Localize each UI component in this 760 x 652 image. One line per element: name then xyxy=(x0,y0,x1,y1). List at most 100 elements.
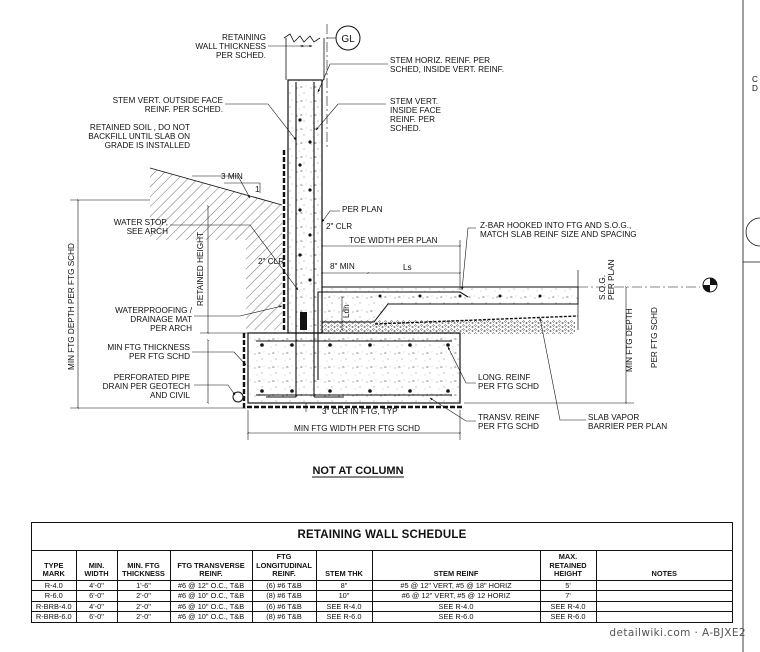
svg-text:AND CIVIL: AND CIVIL xyxy=(150,391,190,400)
table-cell: 4'-0" xyxy=(76,600,118,612)
col-header: STEM REINF xyxy=(372,551,541,581)
svg-text:3" CLR IN FTG, TYP: 3" CLR IN FTG, TYP xyxy=(322,407,398,416)
table-cell: R-6.0 xyxy=(32,590,77,602)
svg-text:RETAINED HEIGHT: RETAINED HEIGHT xyxy=(196,232,205,306)
schedule-table: TYPE MARK MIN. WIDTH MIN. FTG THICKNESS … xyxy=(32,551,732,622)
svg-text:MIN FTG DEPTH PER FTG SCHD: MIN FTG DEPTH PER FTG SCHD xyxy=(67,243,76,370)
svg-text:PER PLAN: PER PLAN xyxy=(607,259,616,300)
svg-text:RETAINING: RETAINING xyxy=(222,33,266,42)
footing-waterproofing xyxy=(242,333,464,409)
col-header: MIN. FTG THICKNESS xyxy=(117,551,171,581)
svg-text:PER FTG SCHD: PER FTG SCHD xyxy=(478,382,539,391)
schedule-header-row: TYPE MARK MIN. WIDTH MIN. FTG THICKNESS … xyxy=(32,551,732,581)
adjacent-bubble-fragment xyxy=(745,217,760,247)
footing xyxy=(247,332,461,404)
sog-elevation-marker xyxy=(578,277,718,293)
svg-text:S.O.G.: S.O.G. xyxy=(598,275,607,300)
table-cell: #6 @ 12" O.C., T&B xyxy=(170,579,253,591)
table-cell: SEE R-6.0 xyxy=(372,611,541,622)
svg-text:DRAIN PER GEOTECH: DRAIN PER GEOTECH xyxy=(103,382,190,391)
svg-text:RETAINED SOIL , DO NOT: RETAINED SOIL , DO NOT xyxy=(90,123,190,132)
svg-text:TRANSV. REINF: TRANSV. REINF xyxy=(478,413,540,422)
slab-vapor-barrier xyxy=(374,315,579,325)
table-cell: (6) #6 T&B xyxy=(252,579,317,591)
table-cell: (8) #6 T&B xyxy=(252,590,317,602)
svg-text:TOE WIDTH PER PLAN: TOE WIDTH PER PLAN xyxy=(349,236,438,245)
table-cell: #6 @ 10" O.C., T&B xyxy=(170,611,253,622)
svg-text:STEM HORIZ. REINF. PER: STEM HORIZ. REINF. PER xyxy=(390,56,490,65)
view-title: NOT AT COLUMN xyxy=(312,465,403,477)
table-cell: 2'-0" xyxy=(117,611,171,622)
perforated-pipe xyxy=(232,391,244,403)
svg-text:BARRIER PER PLAN: BARRIER PER PLAN xyxy=(588,422,667,431)
svg-text:PER SCHED.: PER SCHED. xyxy=(216,51,266,60)
svg-text:Z-BAR HOOKED INTO FTG AND S.O.: Z-BAR HOOKED INTO FTG AND S.O.G., xyxy=(480,221,631,230)
water-stop xyxy=(300,312,307,330)
svg-text:GRADE IS INSTALLED: GRADE IS INSTALLED xyxy=(105,141,190,150)
break-symbol xyxy=(283,33,321,43)
svg-text:PER FTG SCHD: PER FTG SCHD xyxy=(650,307,659,368)
table-cell: 1'-6" xyxy=(117,579,171,591)
svg-text:2" CLR: 2" CLR xyxy=(326,222,352,231)
table-cell: R-4.0 xyxy=(32,579,77,591)
dimension-lines xyxy=(70,198,634,440)
table-cell xyxy=(596,611,732,622)
retained-soil xyxy=(150,168,282,330)
table-cell: #6 @ 10" O.C., T&B xyxy=(170,590,253,602)
table-cell: 7' xyxy=(540,590,597,602)
watermark: detailwiki.com · A-BJXE2 xyxy=(609,627,746,639)
svg-text:MIN FTG DEPTH: MIN FTG DEPTH xyxy=(625,308,634,372)
col-header: NOTES xyxy=(651,569,677,579)
svg-text:PER FTG SCHD: PER FTG SCHD xyxy=(478,422,539,431)
table-cell: (6) #6 T&B xyxy=(252,600,317,612)
table-cell: SEE R-4.0 xyxy=(540,600,597,612)
col-header: MIN. WIDTH xyxy=(76,551,118,581)
edge-text-fragment: C xyxy=(752,75,758,84)
svg-text:MATCH SLAB REINF SIZE AND SPAC: MATCH SLAB REINF SIZE AND SPACING xyxy=(480,230,637,239)
svg-text:2" CLR: 2" CLR xyxy=(258,257,284,266)
slope-label: 3 MIN xyxy=(221,172,243,181)
svg-text:LONG. REINF: LONG. REINF xyxy=(478,373,530,382)
col-header: STEM THK xyxy=(316,551,373,581)
table-cell: R-BRB-4.0 xyxy=(32,600,77,612)
table-cell: SEE R-6.0 xyxy=(540,611,597,622)
svg-text:Ls: Ls xyxy=(403,263,412,272)
gravel-base xyxy=(320,320,575,334)
table-cell: 10" xyxy=(316,590,373,602)
svg-text:INSIDE FACE: INSIDE FACE xyxy=(390,106,441,115)
table-cell: SEE R-4.0 xyxy=(372,600,541,612)
schedule-title: RETAINING WALL SCHEDULE xyxy=(32,523,732,551)
col-header: MAX. RETAINED HEIGHT xyxy=(540,551,597,581)
svg-text:STEM VERT. OUTSIDE FACE: STEM VERT. OUTSIDE FACE xyxy=(113,96,224,105)
svg-text:STEM VERT.: STEM VERT. xyxy=(390,97,438,106)
svg-text:SEE ARCH: SEE ARCH xyxy=(127,227,168,236)
table-cell: R-BRB-6.0 xyxy=(32,611,77,622)
svg-text:REINF. PER: REINF. PER xyxy=(390,115,435,124)
table-cell xyxy=(596,590,732,602)
gridline-label: GL xyxy=(341,34,355,45)
svg-text:PER PLAN: PER PLAN xyxy=(342,205,383,214)
table-cell: #5 @ 12" VERT, #5 @ 18" HORIZ xyxy=(372,579,541,591)
stem-wall xyxy=(287,79,323,334)
col-header: TYPE MARK xyxy=(32,551,77,581)
svg-text:SLAB VAPOR: SLAB VAPOR xyxy=(588,413,639,422)
table-cell: SEE R-6.0 xyxy=(316,611,373,622)
col-header: FTG TRANSVERSE REINF. xyxy=(170,551,253,581)
svg-text:SCHED, INSIDE VERT. REINF.: SCHED, INSIDE VERT. REINF. xyxy=(390,65,504,74)
table-cell: 8" xyxy=(316,579,373,591)
table-cell: 4'-0" xyxy=(76,579,118,591)
svg-text:MIN FTG THICKNESS: MIN FTG THICKNESS xyxy=(107,343,190,352)
table-cell: SEE R-4.0 xyxy=(316,600,373,612)
svg-text:Ldh: Ldh xyxy=(342,304,351,318)
svg-text:BACKFILL UNTIL SLAB ON: BACKFILL UNTIL SLAB ON xyxy=(88,132,190,141)
table-cell: 2'-0" xyxy=(117,590,171,602)
svg-text:SCHED.: SCHED. xyxy=(390,124,421,133)
table-cell xyxy=(596,579,732,591)
z-bar xyxy=(317,291,469,380)
edge-text-fragment: D xyxy=(752,84,758,93)
